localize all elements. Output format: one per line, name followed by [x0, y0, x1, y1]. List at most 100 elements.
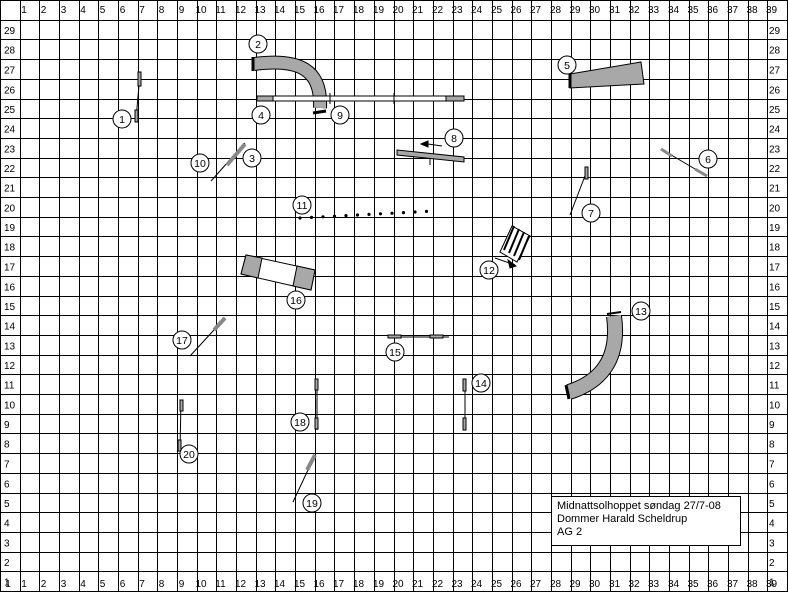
- bottom-axis-label: 30: [589, 579, 601, 590]
- top-axis-label: 27: [530, 5, 542, 16]
- weave-pole: [401, 211, 406, 215]
- top-axis-label: 2: [41, 5, 47, 16]
- left-axis-label: 26: [4, 86, 16, 97]
- top-axis-label: 38: [746, 5, 758, 16]
- weave-pole: [298, 216, 302, 220]
- top-axis-label: 39: [766, 5, 778, 16]
- bottom-axis-label: 39: [766, 579, 778, 590]
- bottom-axis-label: 12: [235, 579, 247, 590]
- bottom-axis-label: 20: [392, 579, 404, 590]
- left-axis-label: 19: [4, 223, 16, 234]
- badge-number: 1: [119, 114, 125, 126]
- equipment-layer: [134, 55, 708, 503]
- bottom-axis-label: 1: [21, 579, 27, 590]
- left-axis-label: 13: [4, 342, 16, 353]
- badge-number: 2: [255, 39, 261, 51]
- obstacle-18-badge: 18: [290, 412, 310, 432]
- badge-circle: [286, 290, 306, 310]
- top-axis-label: 19: [373, 5, 385, 16]
- left-axis-label: 15: [4, 302, 16, 313]
- obstacle-5-chute: [568, 61, 645, 89]
- bottom-axis-label: 3: [61, 579, 67, 590]
- obstacle-19-badge: 19: [302, 493, 322, 513]
- bottom-axis-label: 4: [80, 579, 86, 590]
- bottom-axis-label: 9: [179, 579, 185, 590]
- badge-circle: [479, 260, 499, 280]
- bottom-axis-label: 10: [195, 579, 207, 590]
- badge-circle: [581, 203, 601, 223]
- badge-circle: [290, 412, 310, 432]
- obstacle-17-badge: 17: [172, 330, 192, 350]
- top-axis-label: 33: [648, 5, 660, 16]
- badge-circle: [251, 105, 271, 125]
- left-axis-label: 22: [4, 164, 16, 175]
- badge-circle: [698, 149, 718, 169]
- left-axis-label: 24: [4, 125, 16, 136]
- obstacle-11-badge: 11: [292, 195, 312, 215]
- badge-circle: [190, 153, 210, 173]
- bottom-axis-label: 32: [628, 579, 640, 590]
- obstacle-17-jump: [189, 316, 227, 357]
- obstacle-1-badge: 1: [112, 109, 132, 129]
- right-axis-label: 10: [769, 401, 781, 412]
- obstacle-16-table: [240, 254, 316, 291]
- bottom-axis-label: 8: [159, 579, 165, 590]
- top-axis-label: 20: [392, 5, 404, 16]
- badge-number: 6: [705, 154, 711, 166]
- obstacle-7-jump: [569, 166, 589, 216]
- left-axis-label: 1: [4, 578, 10, 589]
- right-axis-label: 21: [769, 184, 781, 195]
- left-axis-label: 28: [4, 46, 16, 57]
- left-axis-label: 3: [4, 539, 10, 550]
- weave-pole: [355, 213, 360, 217]
- obstacle-14-badge: 14: [471, 373, 491, 393]
- bottom-axis-label: 37: [727, 579, 739, 590]
- badge-circle: [292, 195, 312, 215]
- info-line-event: Midnattsolhoppet søndag 27/7-08: [557, 500, 721, 512]
- top-axis-label: 37: [727, 5, 739, 16]
- left-axis-label: 25: [4, 105, 16, 116]
- top-axis-label: 6: [120, 5, 126, 16]
- obstacle-7-badge: 7: [581, 203, 601, 223]
- left-axis-label: 6: [4, 480, 10, 491]
- top-axis-label: 18: [353, 5, 365, 16]
- top-axis-label: 35: [687, 5, 699, 16]
- obstacle-4-dogwalk: [256, 93, 465, 104]
- right-axis-label: 3: [769, 539, 775, 550]
- right-axis-label: 8: [769, 440, 775, 451]
- bottom-corner-label: 1: [5, 579, 11, 590]
- bottom-axis-label: 34: [668, 579, 680, 590]
- right-axis-label: 27: [769, 66, 781, 77]
- obstacle-16-badge: 16: [286, 290, 306, 310]
- left-axis-label: 10: [4, 401, 16, 412]
- bottom-axis-label: 15: [294, 579, 306, 590]
- top-axis-label: 3: [61, 5, 67, 16]
- obstacle-12-tire: [494, 225, 531, 269]
- bottom-axis-label: 16: [313, 579, 325, 590]
- top-axis-label: 22: [432, 5, 444, 16]
- top-axis-label: 21: [412, 5, 424, 16]
- bottom-axis-label: 21: [412, 579, 424, 590]
- left-axis-label: 4: [4, 519, 10, 530]
- bottom-axis-label: 17: [333, 579, 345, 590]
- badge-circle: [471, 373, 491, 393]
- left-axis-label: 27: [4, 66, 16, 77]
- bottom-axis-label: 14: [274, 579, 286, 590]
- badge-circle: [248, 34, 268, 54]
- top-axis-label: 14: [274, 5, 286, 16]
- weave-pole: [413, 210, 417, 214]
- obstacle-10-badge: 10: [190, 153, 210, 173]
- bottom-axis-label: 13: [254, 579, 266, 590]
- obstacle-15-badge: 15: [385, 342, 405, 362]
- right-axis-label: 15: [769, 302, 781, 313]
- badge-circle: [330, 105, 350, 125]
- obstacle-11-weave[interactable]: [298, 209, 429, 220]
- top-axis-label: 30: [589, 5, 601, 16]
- obstacle-18-jump: [314, 378, 319, 430]
- bottom-axis-label: 28: [550, 579, 562, 590]
- top-axis-label: 26: [510, 5, 522, 16]
- top-axis-label: 28: [550, 5, 562, 16]
- top-axis-label: 13: [254, 5, 266, 16]
